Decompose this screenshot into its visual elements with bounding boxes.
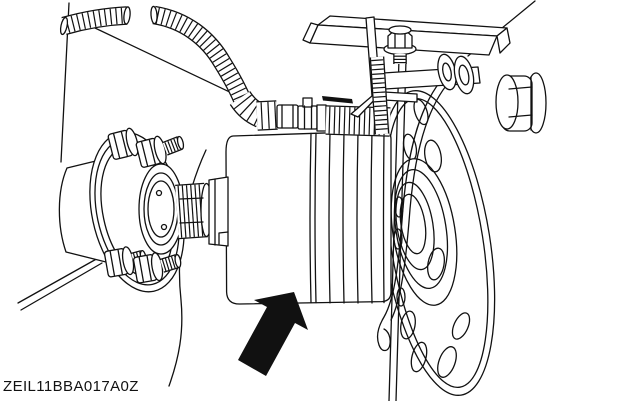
bracket-sub-bar: [383, 91, 418, 103]
wheel-stud-nut: [132, 252, 182, 284]
shaft-collar: [208, 176, 229, 247]
hooked-strap-edge: [390, 80, 451, 321]
drum-rib-line: [356, 131, 359, 304]
bolt-head-face: [495, 74, 519, 130]
connector-tab: [302, 97, 313, 108]
drum-rib-line: [342, 131, 345, 304]
hooked-strap-edge: [377, 76, 445, 352]
rim-hole: [451, 312, 471, 340]
rim-hole: [400, 310, 416, 340]
flange-stud-hole: [426, 247, 446, 281]
spline-band-line: [179, 197, 204, 200]
tie-rod-line: [20, 262, 103, 311]
flange-ring: [393, 168, 449, 290]
connector-collar: [316, 104, 327, 132]
bracket-nut-washer: [388, 25, 412, 35]
bracket-bar-end-face: [302, 22, 319, 44]
hub-center: [138, 163, 184, 255]
connector-sleeve-lines: [281, 104, 294, 129]
tie-rod-line: [17, 256, 101, 304]
ribbed-tube: [152, 5, 253, 108]
connector-body-lines: [303, 105, 313, 130]
roller: [453, 55, 475, 95]
wheel-stud-nut: [107, 127, 139, 160]
drum-body: [225, 130, 392, 305]
connector-body: [297, 105, 318, 130]
hub-detail-dot: [155, 189, 163, 197]
axle-shaft-splines: [175, 176, 229, 247]
drum-rib-line: [382, 130, 385, 304]
rim-hole: [437, 346, 457, 378]
drum-rib-line: [309, 132, 312, 304]
conduit-end-cap: [123, 6, 131, 25]
ribbed-tube: [369, 56, 390, 135]
drum-rib-line: [328, 132, 331, 304]
figure-code-label: ZEIL11BBA017A0Z: [3, 378, 139, 395]
spline-band-line: [179, 221, 204, 224]
bolt-head-facets: [508, 86, 533, 118]
bracket-bar-end-face: [496, 27, 511, 54]
panel-edge-shadow: [322, 96, 353, 104]
flange-stud-hole: [423, 139, 443, 173]
shaft-collar-notch: [218, 231, 229, 245]
conduit-end-cap: [150, 5, 158, 25]
ribbed-tube: [61, 6, 128, 35]
hub-center-ring: [147, 180, 175, 238]
ribbed-tube: [256, 100, 278, 131]
rim-hole: [410, 341, 428, 373]
brake-drum-housing: [225, 130, 392, 305]
ribbed-tube: [393, 54, 407, 64]
support-rollers: [437, 53, 475, 95]
hex-plug-bolt: [495, 72, 547, 134]
drum-rib-line: [370, 130, 373, 304]
wheel-stud-nut: [135, 135, 185, 168]
hub-detail-dot: [160, 223, 168, 231]
drum-rib-line: [314, 132, 317, 304]
flexible-conduit: [59, 5, 253, 108]
callout-arrow-icon: [238, 292, 308, 376]
conduit-end-cap: [59, 16, 69, 36]
connector-sleeve: [276, 104, 299, 129]
mounting-bracket: [302, 15, 511, 135]
wheel-studs: [103, 127, 185, 284]
